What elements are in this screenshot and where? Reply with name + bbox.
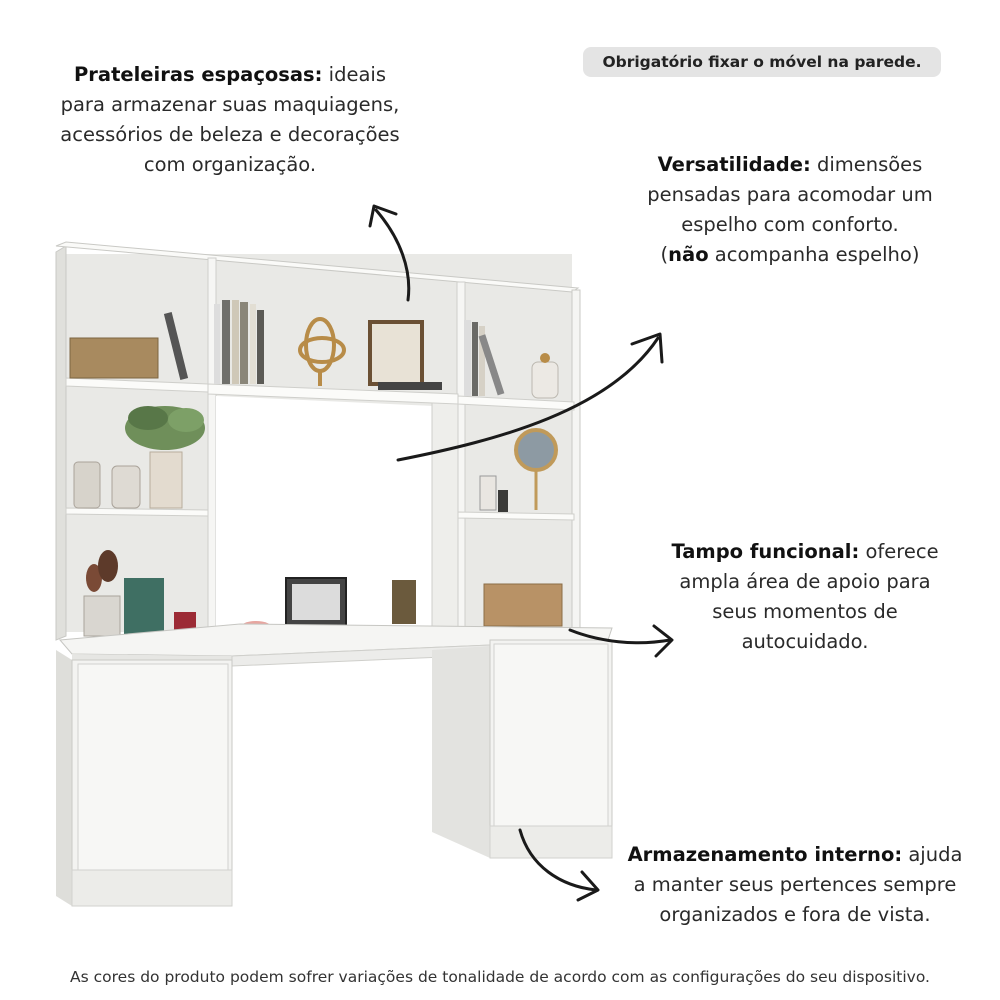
right-cabinet-side: [432, 646, 490, 858]
left-cabinet-door: [77, 663, 229, 871]
callout-text: ampla área de apoio para: [679, 570, 931, 593]
gold-sculpture: [298, 317, 346, 386]
color-disclaimer: As cores do produto podem sofrer variaçõ…: [70, 968, 930, 986]
arrows: [368, 204, 674, 902]
potted-plant: [125, 406, 205, 509]
callout-text: ideais: [322, 63, 386, 86]
book-stack: [378, 382, 442, 390]
callout-text: acompanha espelho): [708, 243, 920, 266]
shelf-right-1: [457, 395, 575, 411]
vanity-desk: [55, 241, 613, 907]
hutch-left-side: [55, 245, 67, 641]
mirror-opening: [216, 396, 434, 632]
callout-title: Armazenamento interno:: [627, 843, 903, 866]
arrow-to-versatility: [396, 332, 664, 462]
inner-column: [431, 399, 459, 633]
callout-text: acessórios de beleza e decorações: [60, 123, 400, 146]
arrow-to-shelves: [368, 204, 411, 302]
books-left: [163, 300, 264, 384]
callout-text: (: [660, 243, 669, 266]
vase-top: [540, 353, 550, 363]
callout-text: com organização.: [143, 153, 317, 176]
callout-text: a manter seus pertences sempre: [633, 873, 957, 896]
makeup-brushes: [83, 550, 121, 637]
callout-internal-storage: Armazenamento interno: ajuda a manter se…: [605, 840, 985, 930]
callout-title: Tampo funcional:: [671, 540, 860, 563]
right-cabinet-base: [489, 825, 613, 859]
left-cabinet-side: [56, 650, 72, 906]
woven-boxes: [483, 583, 563, 627]
hutch-top-board: [55, 241, 580, 293]
callout-title: Prateleiras espaçosas:: [74, 63, 323, 86]
callout-versatility: Versatilidade: dimensões pensadas para a…: [610, 150, 970, 270]
callout-functional-top: Tampo funcional: oferece ampla área de a…: [640, 537, 970, 657]
left-cabinet-base: [71, 869, 233, 907]
shelf-left-2: [65, 507, 209, 517]
pump-bottle: [479, 475, 497, 511]
callout-text: autocuidado.: [741, 630, 869, 653]
callout-text: pensadas para acomodar um: [647, 183, 933, 206]
callout-text: dimensões: [810, 153, 923, 176]
callout-text: ajuda: [902, 843, 963, 866]
callout-spacious-shelves: Prateleiras espaçosas: ideais para armaz…: [30, 60, 430, 180]
callout-text: espelho com conforto.: [681, 213, 899, 236]
perfume-bottles: [392, 580, 416, 624]
right-cabinet-door: [493, 643, 609, 827]
woven-basket: [69, 337, 159, 379]
small-round-mirror: [514, 428, 558, 510]
shelf-right-2: [457, 511, 575, 521]
wall-fixing-notice: Obrigatório fixar o móvel na parede.: [583, 47, 941, 77]
hutch-right-side: [571, 289, 581, 631]
green-box: [124, 578, 164, 634]
glass-jar: [111, 465, 141, 509]
callout-emphasis: não: [668, 243, 709, 266]
callout-text: organizados e fora de vista.: [659, 903, 931, 926]
callout-text: seus momentos de: [712, 600, 898, 623]
arrow-to-tabletop: [568, 624, 674, 658]
picture-frame: [368, 320, 424, 386]
arrow-to-storage: [518, 828, 600, 902]
glass-bottle: [73, 461, 101, 509]
callout-text: oferece: [859, 540, 939, 563]
books-right: [464, 320, 505, 396]
callout-title: Versatilidade:: [657, 153, 811, 176]
white-vase: [531, 361, 559, 399]
callout-text: para armazenar suas maquiagens,: [60, 93, 400, 116]
dropper-bottle: [498, 490, 508, 512]
